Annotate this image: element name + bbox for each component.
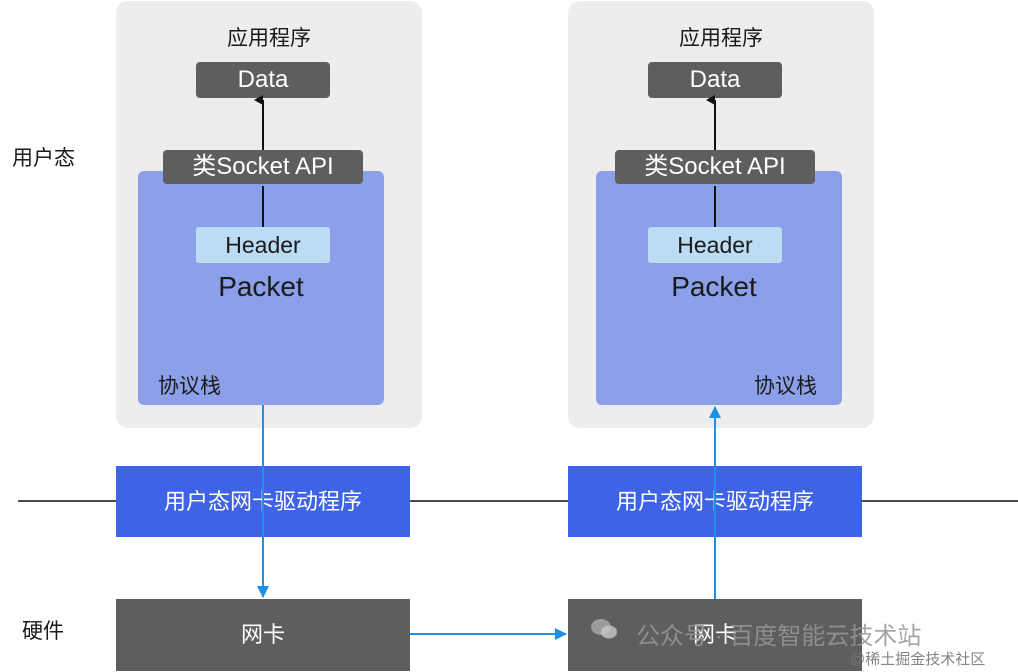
- right-packet-label: Packet: [671, 271, 757, 302]
- left-socket-api-box: 类Socket API: [163, 150, 363, 184]
- right-socket-api-box: 类Socket API: [615, 150, 815, 184]
- left-header-box: Header: [196, 227, 330, 263]
- user-mode-label: 用户态: [12, 147, 75, 170]
- left-protocol-stack: [138, 171, 384, 405]
- watermark-community: @稀土掘金技术社区: [850, 651, 986, 668]
- hardware-label: 硬件: [22, 620, 64, 643]
- right-data-box: Data: [648, 62, 782, 98]
- left-stack-label: 协议栈: [158, 375, 221, 398]
- left-data-box: Data: [196, 62, 330, 98]
- right-stack-label: 协议栈: [754, 375, 817, 398]
- left-packet-label: Packet: [218, 271, 304, 302]
- watermark-text: 公众号 · 百度智能云技术站: [636, 623, 922, 650]
- right-nic-box: 网卡: [568, 599, 862, 671]
- right-app-title: 应用程序: [679, 27, 763, 50]
- right-header-box: Header: [648, 227, 782, 263]
- left-app-title: 应用程序: [227, 27, 311, 50]
- right-protocol-stack: [596, 171, 842, 405]
- left-nic-box: 网卡: [116, 599, 410, 671]
- wechat-icon: [590, 617, 618, 641]
